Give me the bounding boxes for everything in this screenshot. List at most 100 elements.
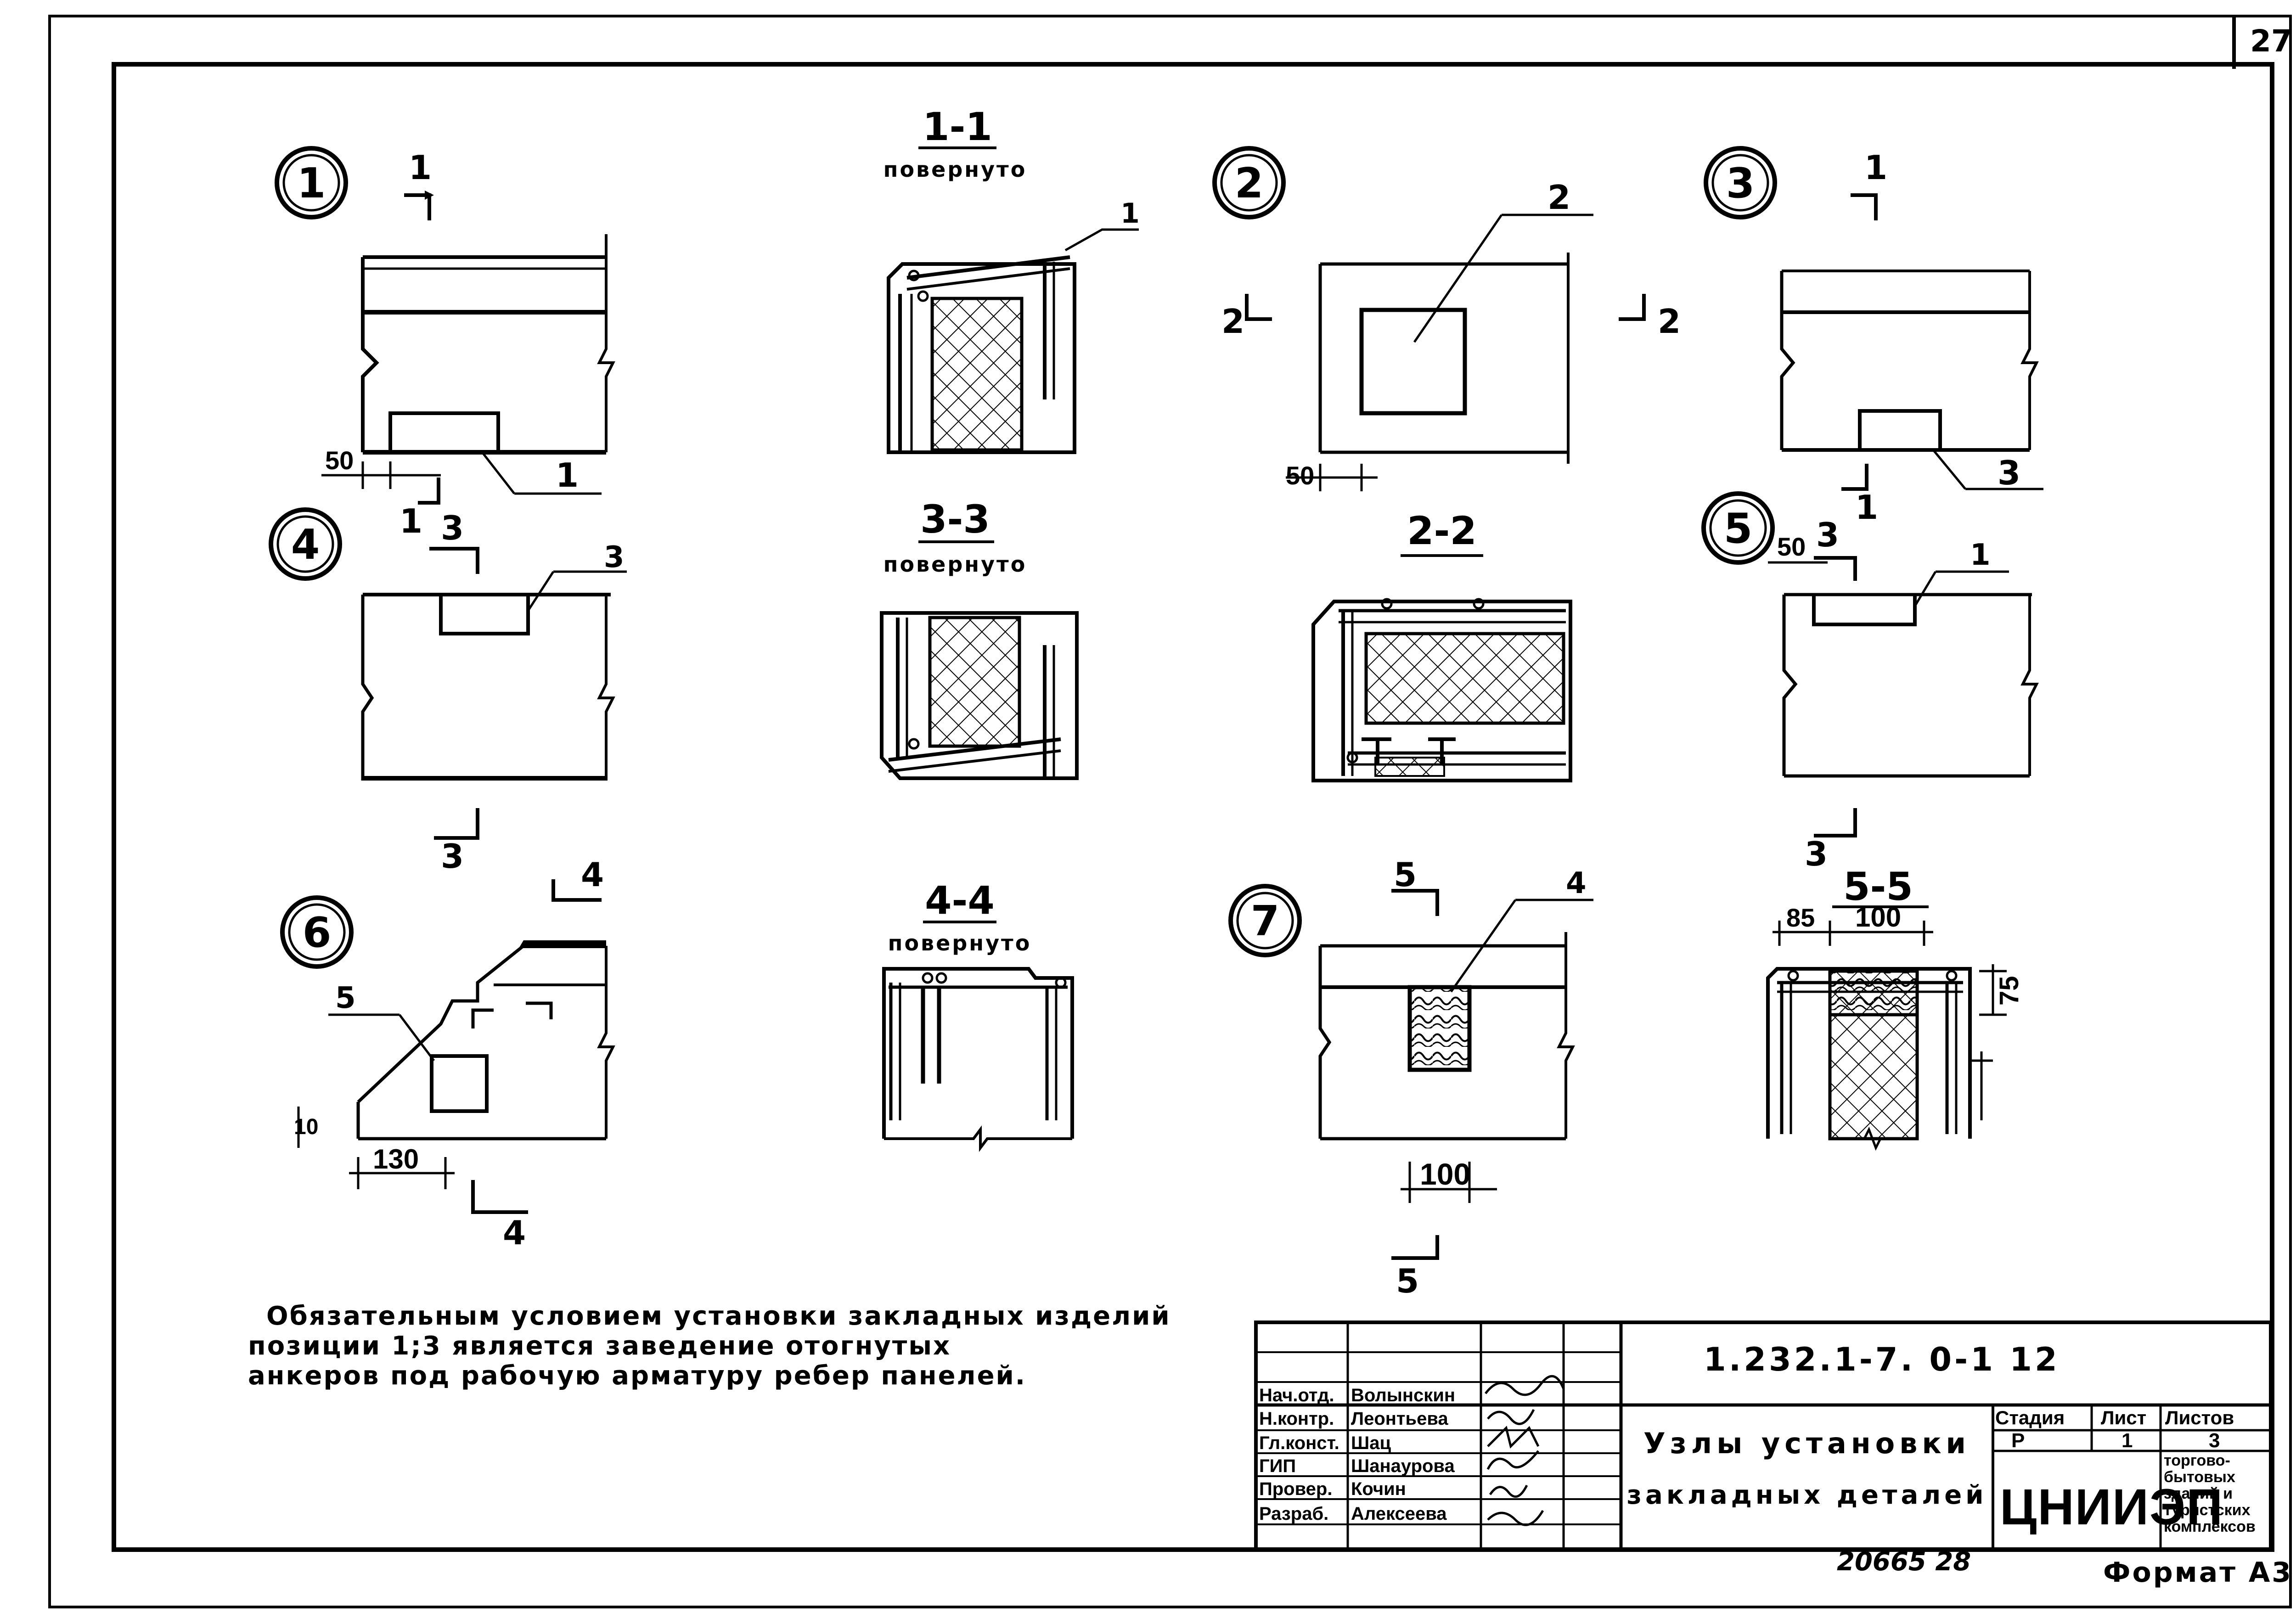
org-sub-line-3: зданий и	[2164, 1485, 2233, 1502]
installation-note: Обязательным условием установки закладны…	[248, 1301, 1171, 1391]
signature-role-4: ГИП	[1259, 1456, 1296, 1476]
detail-6-cut-label-bottom: 4	[503, 1214, 526, 1252]
signature-role-3: Гл.конст.	[1259, 1433, 1339, 1453]
detail-1-cut-label-top: 1	[409, 148, 432, 187]
detail-7-cut-label-top: 5	[1394, 855, 1417, 894]
detail-4-cut-label-top: 3	[441, 509, 464, 547]
detail-4-cut-label-bottom: 3	[441, 837, 464, 876]
embedded-plate-3	[1858, 409, 1942, 452]
embedded-plate-6	[430, 1054, 489, 1113]
note-line-2: позиции 1;3 является заведение отогнутых	[248, 1331, 951, 1361]
page-number: 27	[2250, 23, 2292, 59]
section-2-2: 2-2	[1311, 508, 1572, 782]
detail-5: 5 3 50 1 3	[1701, 491, 2039, 873]
dim-75: 75	[1994, 976, 2024, 1006]
section-1-1-subtitle: повернуто	[884, 157, 1027, 182]
detail-7: 7 5 4 100 5	[1228, 855, 1593, 1300]
dim-100-section55: 100	[1855, 902, 1901, 933]
position-3-label-d4: 3	[604, 540, 625, 574]
dim-85: 85	[1786, 903, 1815, 932]
signature-name-5: Кочин	[1351, 1479, 1406, 1499]
signature-name-1: Волынскин	[1351, 1385, 1455, 1405]
handwritten-signatures	[1485, 1375, 1565, 1526]
detail-2-number: 2	[1235, 159, 1264, 208]
embedded-plate-5	[1812, 595, 1917, 626]
signature-name-6: Алексеева	[1351, 1504, 1447, 1524]
section-5-5: 5-5 85 100 75	[1766, 864, 2024, 1151]
embedded-plate-1	[388, 411, 500, 454]
position-5-label: 5	[335, 981, 356, 1015]
dim-130: 130	[373, 1144, 419, 1174]
outer-frame	[48, 15, 2292, 1608]
sheet-value: 1	[2122, 1429, 2133, 1452]
detail-5-cut-label-top: 3	[1816, 516, 1839, 554]
org-sub-line-4: туристских	[2164, 1501, 2251, 1519]
title-block: 1.232.1-7. 0-1 12 Узлы установки закладн…	[1254, 1321, 2273, 1551]
stage-header: Стадия	[1995, 1407, 2065, 1428]
signature-name-4: Шанаурова	[1351, 1456, 1455, 1476]
dim-50-detail5: 50	[1777, 532, 1806, 561]
document-code: 1.232.1-7. 0-1 12	[1704, 1341, 2060, 1378]
org-sub-line-1: торгово-	[2164, 1452, 2230, 1469]
drawing-title-line-2: закладных деталей	[1626, 1480, 1987, 1510]
dim-10: 10	[294, 1115, 318, 1139]
section-1-1-title: 1-1	[923, 104, 992, 149]
org-sub-line-5: комплексов	[2164, 1518, 2256, 1535]
signature-role-1: Нач.отд.	[1259, 1385, 1334, 1405]
section-1-1: 1-1 повернуто 1	[884, 104, 1140, 454]
position-4-label: 4	[1566, 866, 1587, 900]
detail-2-cut-label-right: 2	[1658, 302, 1681, 341]
section-5-5-title: 5-5	[1843, 864, 1913, 909]
detail-7-cut-label-bottom: 5	[1396, 1262, 1419, 1300]
section-3-3: 3-3 повернуто	[880, 497, 1079, 780]
embedded-plate-2	[1359, 308, 1467, 416]
section-1-1-pos-label: 1	[1120, 197, 1140, 230]
inner-frame	[112, 62, 2274, 1552]
detail-2: 2 2 2 2 50	[1212, 146, 1681, 491]
detail-5-cut-label-bottom: 3	[1805, 835, 1828, 873]
detail-5-number: 5	[1724, 505, 1753, 553]
section-4-4: 4-4 повернуто	[882, 878, 1074, 1152]
section-4-4-subtitle: повернуто	[888, 931, 1032, 955]
organization-name: ЦНИИЭП	[2000, 1479, 2223, 1535]
detail-3-cut-label-top: 1	[1864, 148, 1887, 187]
sheets-value: 3	[2209, 1429, 2220, 1452]
detail-3: 3 1 3 1	[1704, 146, 2043, 527]
wooden-insert-7	[1407, 985, 1472, 1072]
dim-100-detail7: 100	[1420, 1157, 1470, 1191]
section-4-4-title: 4-4	[925, 878, 995, 923]
detail-6-number: 6	[303, 909, 332, 957]
note-line-1: Обязательным условием установки закладны…	[266, 1301, 1171, 1331]
detail-6-cut-label-top: 4	[581, 855, 604, 894]
signature-role-2: Н.контр.	[1259, 1409, 1334, 1429]
detail-1: 1 1 1 50 1	[275, 146, 615, 540]
drawing-title-line-1: Узлы установки	[1643, 1427, 1970, 1460]
detail-3-number: 3	[1726, 159, 1755, 208]
position-1-label-d5: 1	[1970, 538, 1991, 572]
detail-3-cut-label-bottom: 1	[1855, 488, 1878, 527]
detail-4-number: 4	[291, 521, 320, 569]
section-2-2-title: 2-2	[1407, 508, 1477, 553]
section-3-3-subtitle: повернуто	[884, 552, 1027, 577]
stage-value: Р	[2011, 1429, 2025, 1452]
dim-50-detail2: 50	[1286, 461, 1314, 490]
signature-role-6: Разраб.	[1259, 1504, 1328, 1524]
format-label: Формат А3	[2103, 1557, 2293, 1589]
position-3-label: 3	[1998, 454, 2020, 492]
detail-2-cut-label-left: 2	[1221, 302, 1244, 341]
position-1-label: 1	[556, 456, 579, 495]
sheet-header: Лист	[2101, 1407, 2146, 1428]
detail-4: 4 3 3 3	[269, 507, 627, 876]
detail-1-cut-label-bottom: 1	[400, 502, 422, 540]
org-sub-line-2: бытовых	[2164, 1468, 2235, 1486]
section-3-3-title: 3-3	[920, 497, 990, 542]
signature-name-2: Леонтьева	[1351, 1409, 1448, 1429]
detail-1-number: 1	[297, 159, 326, 208]
detail-7-number: 7	[1251, 897, 1280, 945]
archive-number: 20665 28	[1837, 1547, 1971, 1577]
embedded-plate-4	[439, 595, 530, 635]
signature-role-5: Провер.	[1259, 1479, 1332, 1499]
position-2-label: 2	[1548, 178, 1570, 217]
dim-50-detail1: 50	[325, 446, 354, 475]
